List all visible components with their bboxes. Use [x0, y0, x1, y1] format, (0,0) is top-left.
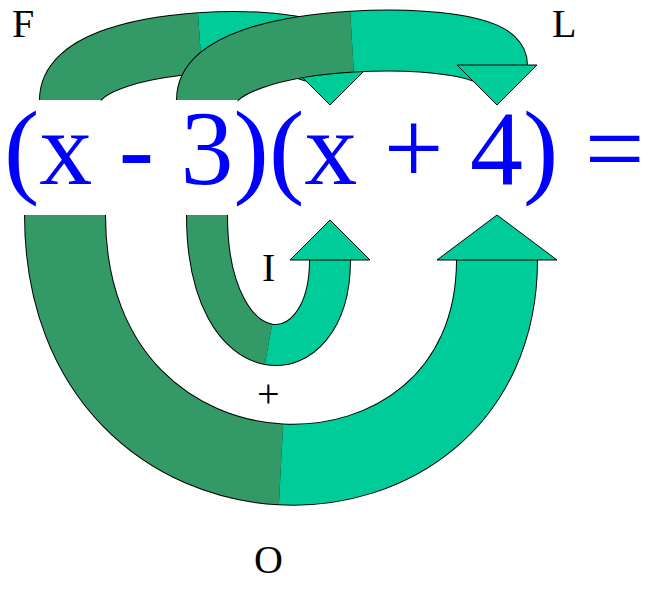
arrow-outline: [207, 215, 330, 345]
label-slot: L: [552, 4, 576, 44]
foil-letter: O: [254, 540, 283, 580]
label-slot: +: [257, 374, 280, 414]
inner-arrow: [207, 215, 370, 345]
arrow-outline: [207, 41, 497, 100]
arrow-band: [207, 42, 352, 100]
arrow-head: [437, 215, 557, 260]
foil-letter: L: [552, 4, 576, 44]
outer-arrow: [65, 215, 557, 465]
arrow-band: [352, 41, 497, 65]
arrow-outline: [65, 215, 497, 465]
label-slot: (x - 3)(x + 4) =: [4, 96, 645, 202]
arrow-band: [269, 260, 331, 345]
equation: (x - 3)(x + 4) =: [4, 96, 645, 202]
arrow-head: [290, 220, 370, 260]
foil-letter: I: [262, 248, 275, 288]
arrow-band: [207, 215, 269, 344]
plus-sign: +: [257, 374, 280, 414]
foil-letter: F: [12, 4, 34, 44]
label-slot: I: [262, 248, 275, 288]
label-slot: F: [12, 4, 34, 44]
arrow-band: [65, 215, 281, 464]
label-slot: O: [254, 540, 283, 580]
